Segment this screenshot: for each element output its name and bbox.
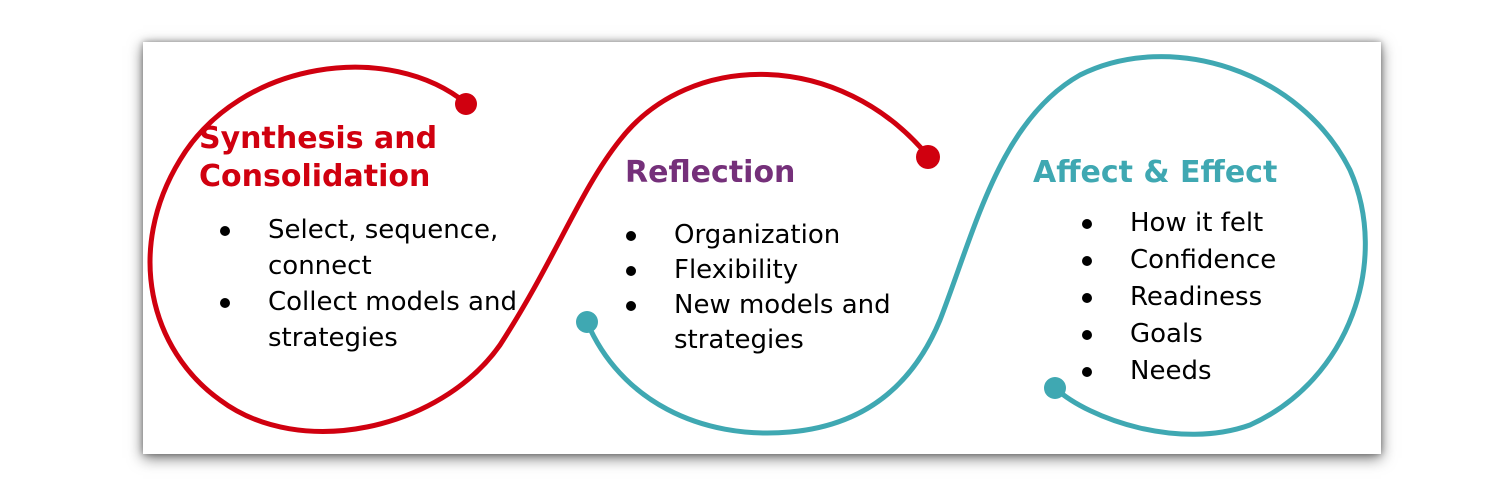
list-item: Select, sequence, connect — [214, 212, 598, 284]
list-item: Flexibility — [620, 253, 1004, 288]
list-item: Readiness — [1076, 279, 1276, 316]
list-item: New models and strategies — [620, 288, 1004, 358]
list-item: How it felt — [1076, 205, 1276, 242]
teal-dot-left — [576, 311, 598, 333]
red-dot-left — [455, 93, 477, 115]
section-title-synthesis: Synthesis and Consolidation — [199, 120, 437, 196]
red-curve — [147, 64, 931, 434]
list-item: Goals — [1076, 316, 1276, 353]
synthesis-list: Select, sequence, connect Collect models… — [214, 212, 598, 356]
section-title-affect-effect: Affect & Effect — [1033, 155, 1278, 190]
diagram-card — [143, 42, 1381, 454]
teal-dot-right — [1044, 377, 1066, 399]
section-title-line: Consolidation — [199, 159, 431, 194]
list-item: Collect models and strategies — [214, 284, 598, 356]
affect-effect-list: How it felt Confidence Readiness Goals N… — [1076, 205, 1276, 390]
teal-curve — [584, 54, 1368, 437]
reflection-list: Organization Flexibility New models and … — [620, 218, 1004, 358]
red-dot-right — [916, 145, 940, 169]
list-item: Organization — [620, 218, 1004, 253]
section-title-reflection: Reflection — [625, 155, 796, 190]
list-item: Confidence — [1076, 242, 1276, 279]
list-item: Needs — [1076, 353, 1276, 390]
section-title-line: Synthesis and — [199, 121, 438, 156]
